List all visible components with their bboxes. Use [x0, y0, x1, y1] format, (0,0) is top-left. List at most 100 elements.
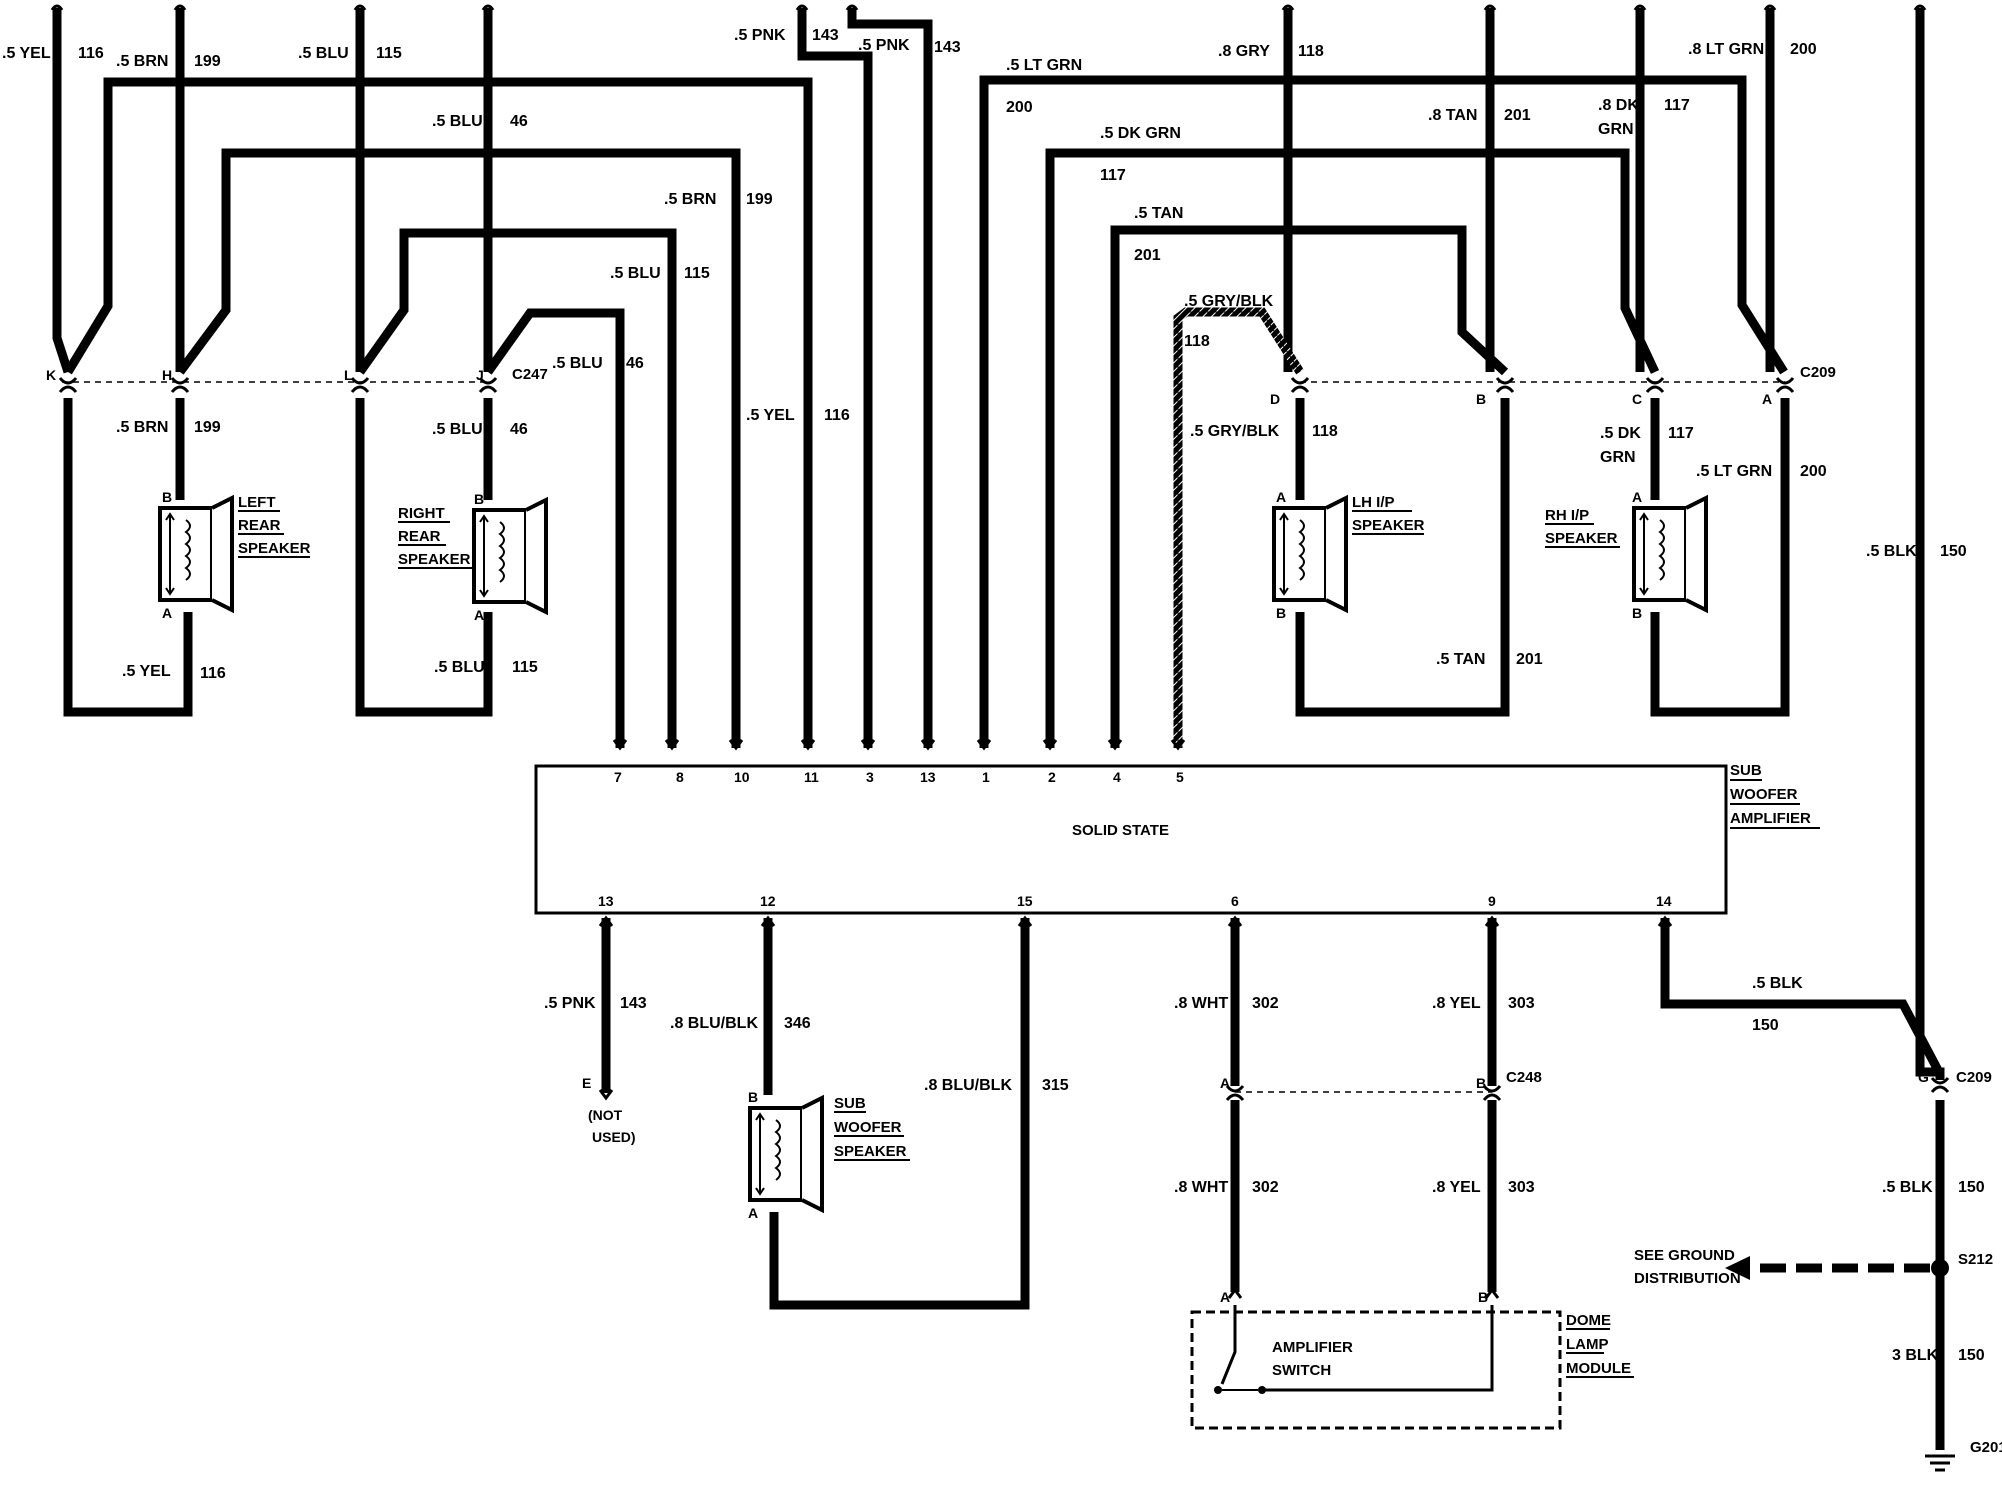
label-117-rh-size2: GRN — [1600, 449, 1636, 466]
wire-200-run — [979, 75, 1788, 748]
label-143-bot-size: .5 PNK — [544, 995, 596, 1012]
ground-symbol — [1925, 1454, 1955, 1472]
pin-g: G — [1918, 1069, 1929, 1085]
rh-ip-label-2: SPEAKER — [1545, 530, 1618, 547]
label-315-size: .8 BLU/BLK — [924, 1077, 1012, 1094]
label-302-b-circuit: 302 — [1252, 1179, 1279, 1196]
left-rear-pin-b: B — [162, 489, 172, 505]
connector-c209-top: C209 — [1800, 364, 1836, 381]
label-200-rh-circuit: 200 — [1800, 463, 1827, 480]
label-46-rr-circuit: 46 — [510, 421, 528, 438]
amp-top-pins: 7 8 10 11 3 13 1 2 4 5 — [614, 769, 1184, 785]
amp-pin-6: 6 — [1231, 893, 1239, 909]
label-118-lh-size: .5 GRY/BLK — [1190, 423, 1280, 440]
label-117-amp-circuit: 117 — [1100, 167, 1126, 184]
pin-a: A — [1762, 391, 1772, 407]
label-46-mid-size: .5 BLU — [432, 113, 483, 130]
dome-label-3: MODULE — [1566, 1360, 1631, 1377]
amp-pin-5: 5 — [1176, 769, 1184, 785]
wire-199-run — [64, 77, 813, 748]
label-116-amp-circuit: 116 — [824, 407, 850, 424]
label-117-rh-circuit: 117 — [1668, 425, 1694, 442]
pin-l: L — [344, 367, 353, 383]
label-118-amp-circuit: 118 — [1184, 333, 1210, 350]
right-rear-label-2: REAR — [398, 528, 441, 545]
label-199-lr-size: .5 BRN — [116, 419, 168, 436]
right-rear-label-1: RIGHT — [398, 505, 445, 522]
wire-143-b-run — [847, 8, 933, 748]
rh-ip-pin-b: B — [1632, 605, 1642, 621]
amplifier-inner-label: SOLID STATE — [1072, 822, 1169, 839]
s212-splice — [1931, 1259, 1949, 1277]
amp-pin-14: 14 — [1656, 893, 1672, 909]
label-315-circuit: 315 — [1042, 1077, 1069, 1094]
connector-c247: C247 — [512, 366, 548, 383]
label-201-amp-circuit: 201 — [1134, 247, 1161, 264]
label-346-circuit: 346 — [784, 1015, 811, 1032]
pin-h: H — [162, 367, 172, 383]
not-used-text-2: USED) — [592, 1129, 636, 1145]
label-46-mid-circuit: 46 — [510, 113, 528, 130]
wire-200-a-lower — [1650, 398, 1790, 717]
pin-d: D — [1270, 391, 1280, 407]
sub-label-3: SPEAKER — [834, 1143, 907, 1160]
label-200-amp-size: .5 LT GRN — [1006, 57, 1082, 74]
label-302-a-size: .8 WHT — [1174, 995, 1228, 1012]
label-199-amp-size: .5 BRN — [664, 191, 716, 208]
label-200-top-circuit: 200 — [1790, 41, 1817, 58]
amp-pin-10: 10 — [734, 769, 750, 785]
label-200-rh-size: .5 LT GRN — [1696, 463, 1772, 480]
dome-label-1: DOME — [1566, 1312, 1611, 1329]
wire-115-l-lower — [355, 398, 493, 717]
label-116-top-size: .5 YEL — [2, 45, 51, 62]
left-rear-label-2: REAR — [238, 517, 281, 534]
label-346-size: .8 BLU/BLK — [670, 1015, 758, 1032]
label-150-right-circuit: 150 — [1940, 543, 1967, 560]
label-116-amp-size: .5 YEL — [746, 407, 795, 424]
wire-116-k — [52, 8, 73, 374]
label-150-g-circuit: 150 — [1958, 1347, 1985, 1364]
label-117-top-circuit: 117 — [1664, 97, 1690, 114]
sub-label-1: SUB — [834, 1095, 866, 1112]
connector-labels: K H L J C247 D B C A C209 G C209 A B C24… — [46, 364, 2002, 1456]
sub-woofer-amplifier-box — [534, 764, 1728, 915]
label-150-right-size: .5 BLK — [1866, 543, 1917, 560]
wire-layer — [52, 8, 1945, 1450]
label-200-top-size: .8 LT GRN — [1688, 41, 1764, 58]
ground-distribution-line1: SEE GROUND — [1634, 1247, 1735, 1264]
rh-ip-label-1: RH I/P — [1545, 507, 1589, 524]
label-150-amp-circuit: 150 — [1752, 1017, 1779, 1034]
label-303-a-circuit: 303 — [1508, 995, 1535, 1012]
splice-s212: S212 — [1958, 1251, 1993, 1268]
not-used-text-1: (NOT — [588, 1107, 623, 1123]
sub-pin-b: B — [748, 1089, 758, 1105]
label-302-a-circuit: 302 — [1252, 995, 1279, 1012]
label-117-rh-size: .5 DK — [1600, 425, 1641, 442]
left-rear-label-3: SPEAKER — [238, 540, 311, 557]
rh-ip-pin-a: A — [1632, 489, 1642, 505]
label-199-top-size: .5 BRN — [116, 53, 168, 70]
amp-pin-13-top: 13 — [920, 769, 936, 785]
amplifier-label-line1: SUB — [1730, 762, 1762, 779]
amp-pin-1: 1 — [982, 769, 990, 785]
label-201-top-size: .8 TAN — [1428, 107, 1477, 124]
label-201-top-circuit: 201 — [1504, 107, 1531, 124]
speaker-left-rear: B A LEFT REAR SPEAKER — [158, 489, 311, 621]
label-199-amp-circuit: 199 — [746, 191, 773, 208]
label-118-amp-size: .5 GRY/BLK — [1184, 293, 1274, 310]
label-143-bot-circuit: 143 — [620, 995, 647, 1012]
connector-c248: C248 — [1506, 1069, 1542, 1086]
wire-46-run — [176, 148, 741, 748]
amp-pin-2: 2 — [1048, 769, 1056, 785]
right-rear-pin-a: A — [474, 607, 484, 623]
right-rear-label-3: SPEAKER — [398, 551, 471, 568]
dome-lamp-module: A B AMPLIFIER SWITCH DOME LAMP MODULE — [1190, 1289, 1634, 1430]
ground-distribution-line2: DISTRIBUTION — [1634, 1270, 1741, 1287]
amp-pin-3: 3 — [866, 769, 874, 785]
wire-115-run — [356, 228, 677, 748]
not-used-pin-e: E — [582, 1075, 591, 1091]
amplifier-label-line2: WOOFER — [1730, 786, 1798, 803]
amp-pin-9: 9 — [1488, 893, 1496, 909]
wire-46-c247-run — [484, 308, 625, 748]
amp-pin-7: 7 — [614, 769, 622, 785]
